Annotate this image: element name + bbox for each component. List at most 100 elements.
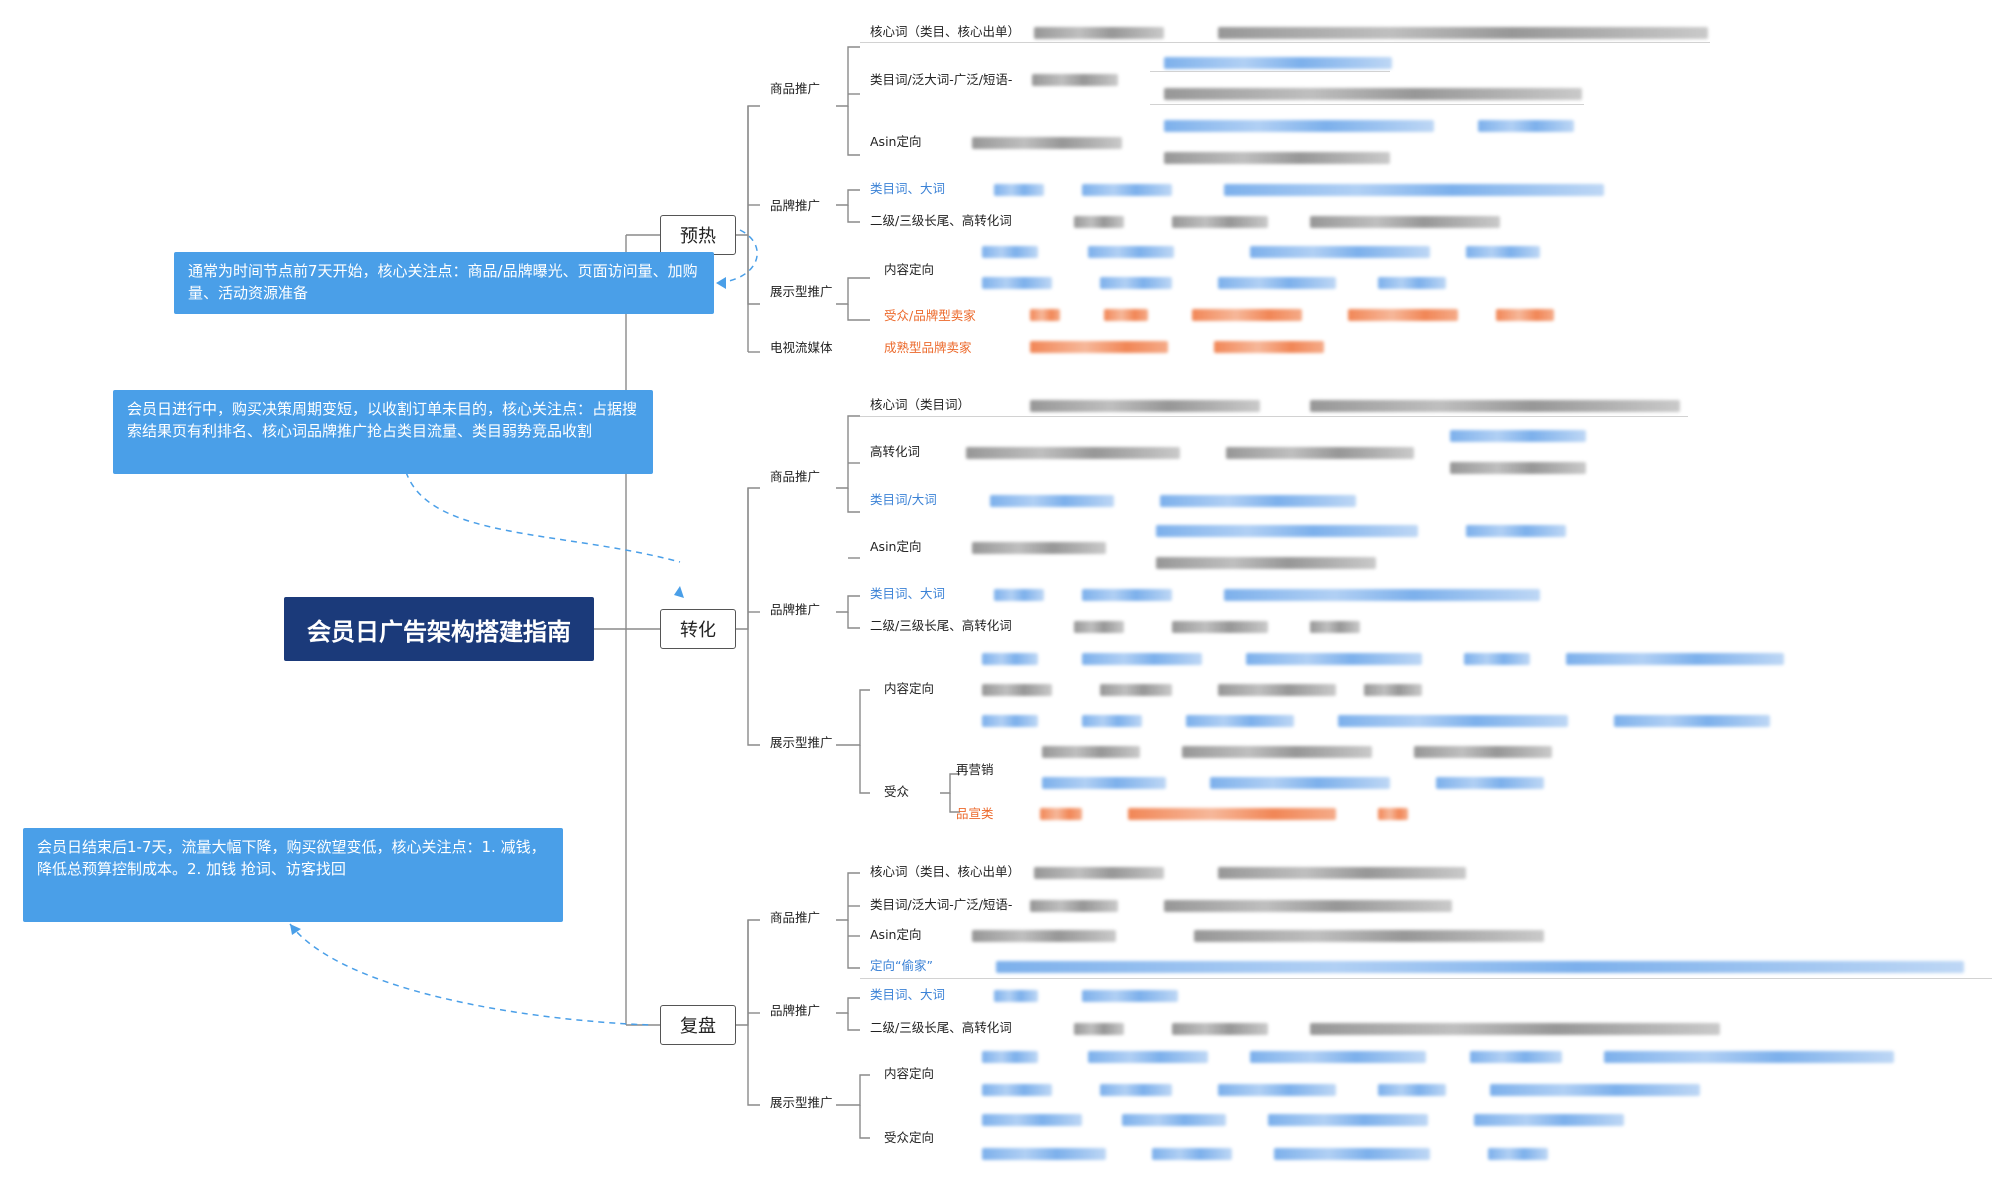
root-node: 会员日广告架构搭建指南 — [284, 597, 594, 661]
p3-content-blur-6 — [982, 1084, 1052, 1096]
p2-content-blur-5 — [1566, 653, 1784, 665]
p2-content-blur-2 — [1082, 653, 1202, 665]
p3-brand-longtail-blur-1 — [1074, 1023, 1124, 1035]
p2-brand-longtail-blur-1 — [1074, 621, 1124, 633]
p2-asin-blur-3 — [1466, 525, 1566, 537]
p2-category-blur-2 — [1160, 495, 1356, 507]
p2-remarketing-blur-2 — [1182, 746, 1372, 758]
p3-core-word-label: 核心词（类目、核心出单） — [870, 864, 1021, 879]
p3-core-word-blur-1 — [1034, 867, 1164, 879]
p3-audience-blur-3 — [1268, 1114, 1428, 1126]
p1-content-blur-5 — [982, 277, 1052, 289]
p2-high-conv-blur-3 — [1450, 430, 1586, 442]
p2-content-blur-12 — [1186, 715, 1294, 727]
p1-mature-brand-label: 成熟型品牌卖家 — [884, 340, 972, 355]
p2-content-blur-3 — [1246, 653, 1422, 665]
p1-content-blur-4 — [1466, 246, 1540, 258]
p1-core-word-blur-1 — [1034, 27, 1164, 39]
p1-brand-category-blur-1 — [994, 184, 1044, 196]
p2-asin-label: Asin定向 — [870, 539, 922, 554]
p2-high-conv-blur-1 — [966, 447, 1180, 459]
p2-category-word-label: 类目词/大词 — [870, 492, 937, 507]
p2-brand-longtail-label: 二级/三级长尾、高转化词 — [870, 618, 1012, 633]
p3-core-word-blur-2 — [1218, 867, 1466, 879]
p1-product-ads-label: 商品推广 — [770, 81, 821, 96]
p2-brand-promo-blur-1 — [1040, 808, 1082, 820]
p3-asin-blur-2 — [1194, 930, 1544, 942]
p3-content-blur-8 — [1218, 1084, 1336, 1096]
p3-audience-blur-6 — [1152, 1148, 1232, 1160]
p1-asin-blur-3 — [1478, 120, 1574, 132]
p3-audience-blur-4 — [1474, 1114, 1624, 1126]
p2-remarketing-blur-1 — [1042, 746, 1140, 758]
p1-content-blur-2 — [1088, 246, 1174, 258]
p2-core-word-blur-2 — [1310, 400, 1680, 412]
p2-core-word-blur-1 — [1030, 400, 1260, 412]
p3-audience-blur-8 — [1488, 1148, 1548, 1160]
note-preheat: 通常为时间节点前7天开始，核心关注点：商品/品牌曝光、页面访问量、加购量、活动资… — [174, 252, 714, 314]
p1-tv-media-label: 电视流媒体 — [770, 340, 833, 355]
p2-content-blur-6 — [982, 684, 1052, 696]
p2-high-conv-blur-4 — [1450, 462, 1586, 474]
p1-brand-longtail-blur-1 — [1074, 216, 1124, 228]
p1-display-ads-label: 展示型推广 — [770, 284, 833, 299]
p2-brand-category-blur-3 — [1224, 589, 1540, 601]
p2-brand-category-blur-1 — [994, 589, 1044, 601]
p1-category-word-blur-2 — [1164, 57, 1392, 69]
phase-preheat-node: 预热 — [660, 215, 736, 255]
p1-category-word-blur-3 — [1164, 88, 1582, 100]
p3-brand-longtail-blur-2 — [1172, 1023, 1268, 1035]
p2-remarketing-blur-6 — [1436, 777, 1544, 789]
p3-audience-blur-5 — [982, 1148, 1106, 1160]
p1-core-word-label: 核心词（类目、核心出单） — [870, 24, 1021, 39]
p1-audience-blur-3 — [1192, 309, 1302, 321]
p1-audience-blur-5 — [1496, 309, 1554, 321]
p2-asin-blur-2 — [1156, 525, 1418, 537]
p2-brand-promo-label: 品宣类 — [956, 806, 994, 821]
phase-review-node: 复盘 — [660, 1005, 736, 1045]
p2-remarketing-blur-5 — [1210, 777, 1390, 789]
p1-content-blur-3 — [1250, 246, 1430, 258]
underline — [860, 42, 1710, 43]
p3-content-blur-3 — [1250, 1051, 1426, 1063]
p1-brand-longtail-blur-3 — [1310, 216, 1500, 228]
p3-category-word-label: 类目词/泛大词-广泛/短语- — [870, 897, 1013, 912]
p3-display-ads-label: 展示型推广 — [770, 1095, 833, 1110]
p1-audience-blur-4 — [1348, 309, 1458, 321]
p2-asin-blur-4 — [1156, 557, 1376, 569]
p2-brand-longtail-blur-2 — [1172, 621, 1268, 633]
p2-brand-category-blur-2 — [1082, 589, 1172, 601]
p2-content-blur-9 — [1364, 684, 1422, 696]
p1-brand-category-blur-2 — [1082, 184, 1172, 196]
p1-audience-brand-label: 受众/品牌型卖家 — [884, 308, 976, 323]
p1-mature-blur-1 — [1030, 341, 1168, 353]
note-conversion: 会员日进行中，购买决策周期变短，以收割订单未目的，核心关注点：占据搜索结果页有利… — [113, 390, 653, 474]
p3-content-blur-1 — [982, 1051, 1038, 1063]
p3-product-ads-label: 商品推广 — [770, 910, 821, 925]
p1-category-word-label: 类目词/泛大词-广泛/短语- — [870, 72, 1013, 87]
p2-content-blur-11 — [1082, 715, 1142, 727]
p3-audience-blur-7 — [1274, 1148, 1430, 1160]
underline — [1150, 104, 1584, 105]
p2-content-blur-4 — [1464, 653, 1530, 665]
p3-audience-blur-1 — [982, 1114, 1082, 1126]
p2-category-blur-1 — [990, 495, 1114, 507]
p3-audience-target-label: 受众定向 — [884, 1130, 935, 1145]
p1-brand-ads-label: 品牌推广 — [770, 198, 821, 213]
p2-remarketing-label: 再营销 — [956, 762, 994, 777]
p1-category-word-blur-1 — [1032, 74, 1118, 86]
p2-content-blur-13 — [1338, 715, 1568, 727]
p2-remarketing-blur-4 — [1042, 777, 1166, 789]
p3-category-blur-2 — [1164, 900, 1452, 912]
p1-core-word-blur-2 — [1218, 27, 1708, 39]
p1-audience-blur-2 — [1104, 309, 1148, 321]
p2-display-ads-label: 展示型推广 — [770, 735, 833, 750]
p1-audience-blur-1 — [1030, 309, 1060, 321]
underline — [1150, 71, 1390, 72]
phase-conversion-node: 转化 — [660, 609, 736, 649]
p1-brand-longtail-blur-2 — [1172, 216, 1268, 228]
p2-brand-longtail-blur-3 — [1310, 621, 1360, 633]
p3-category-blur-1 — [1030, 900, 1118, 912]
